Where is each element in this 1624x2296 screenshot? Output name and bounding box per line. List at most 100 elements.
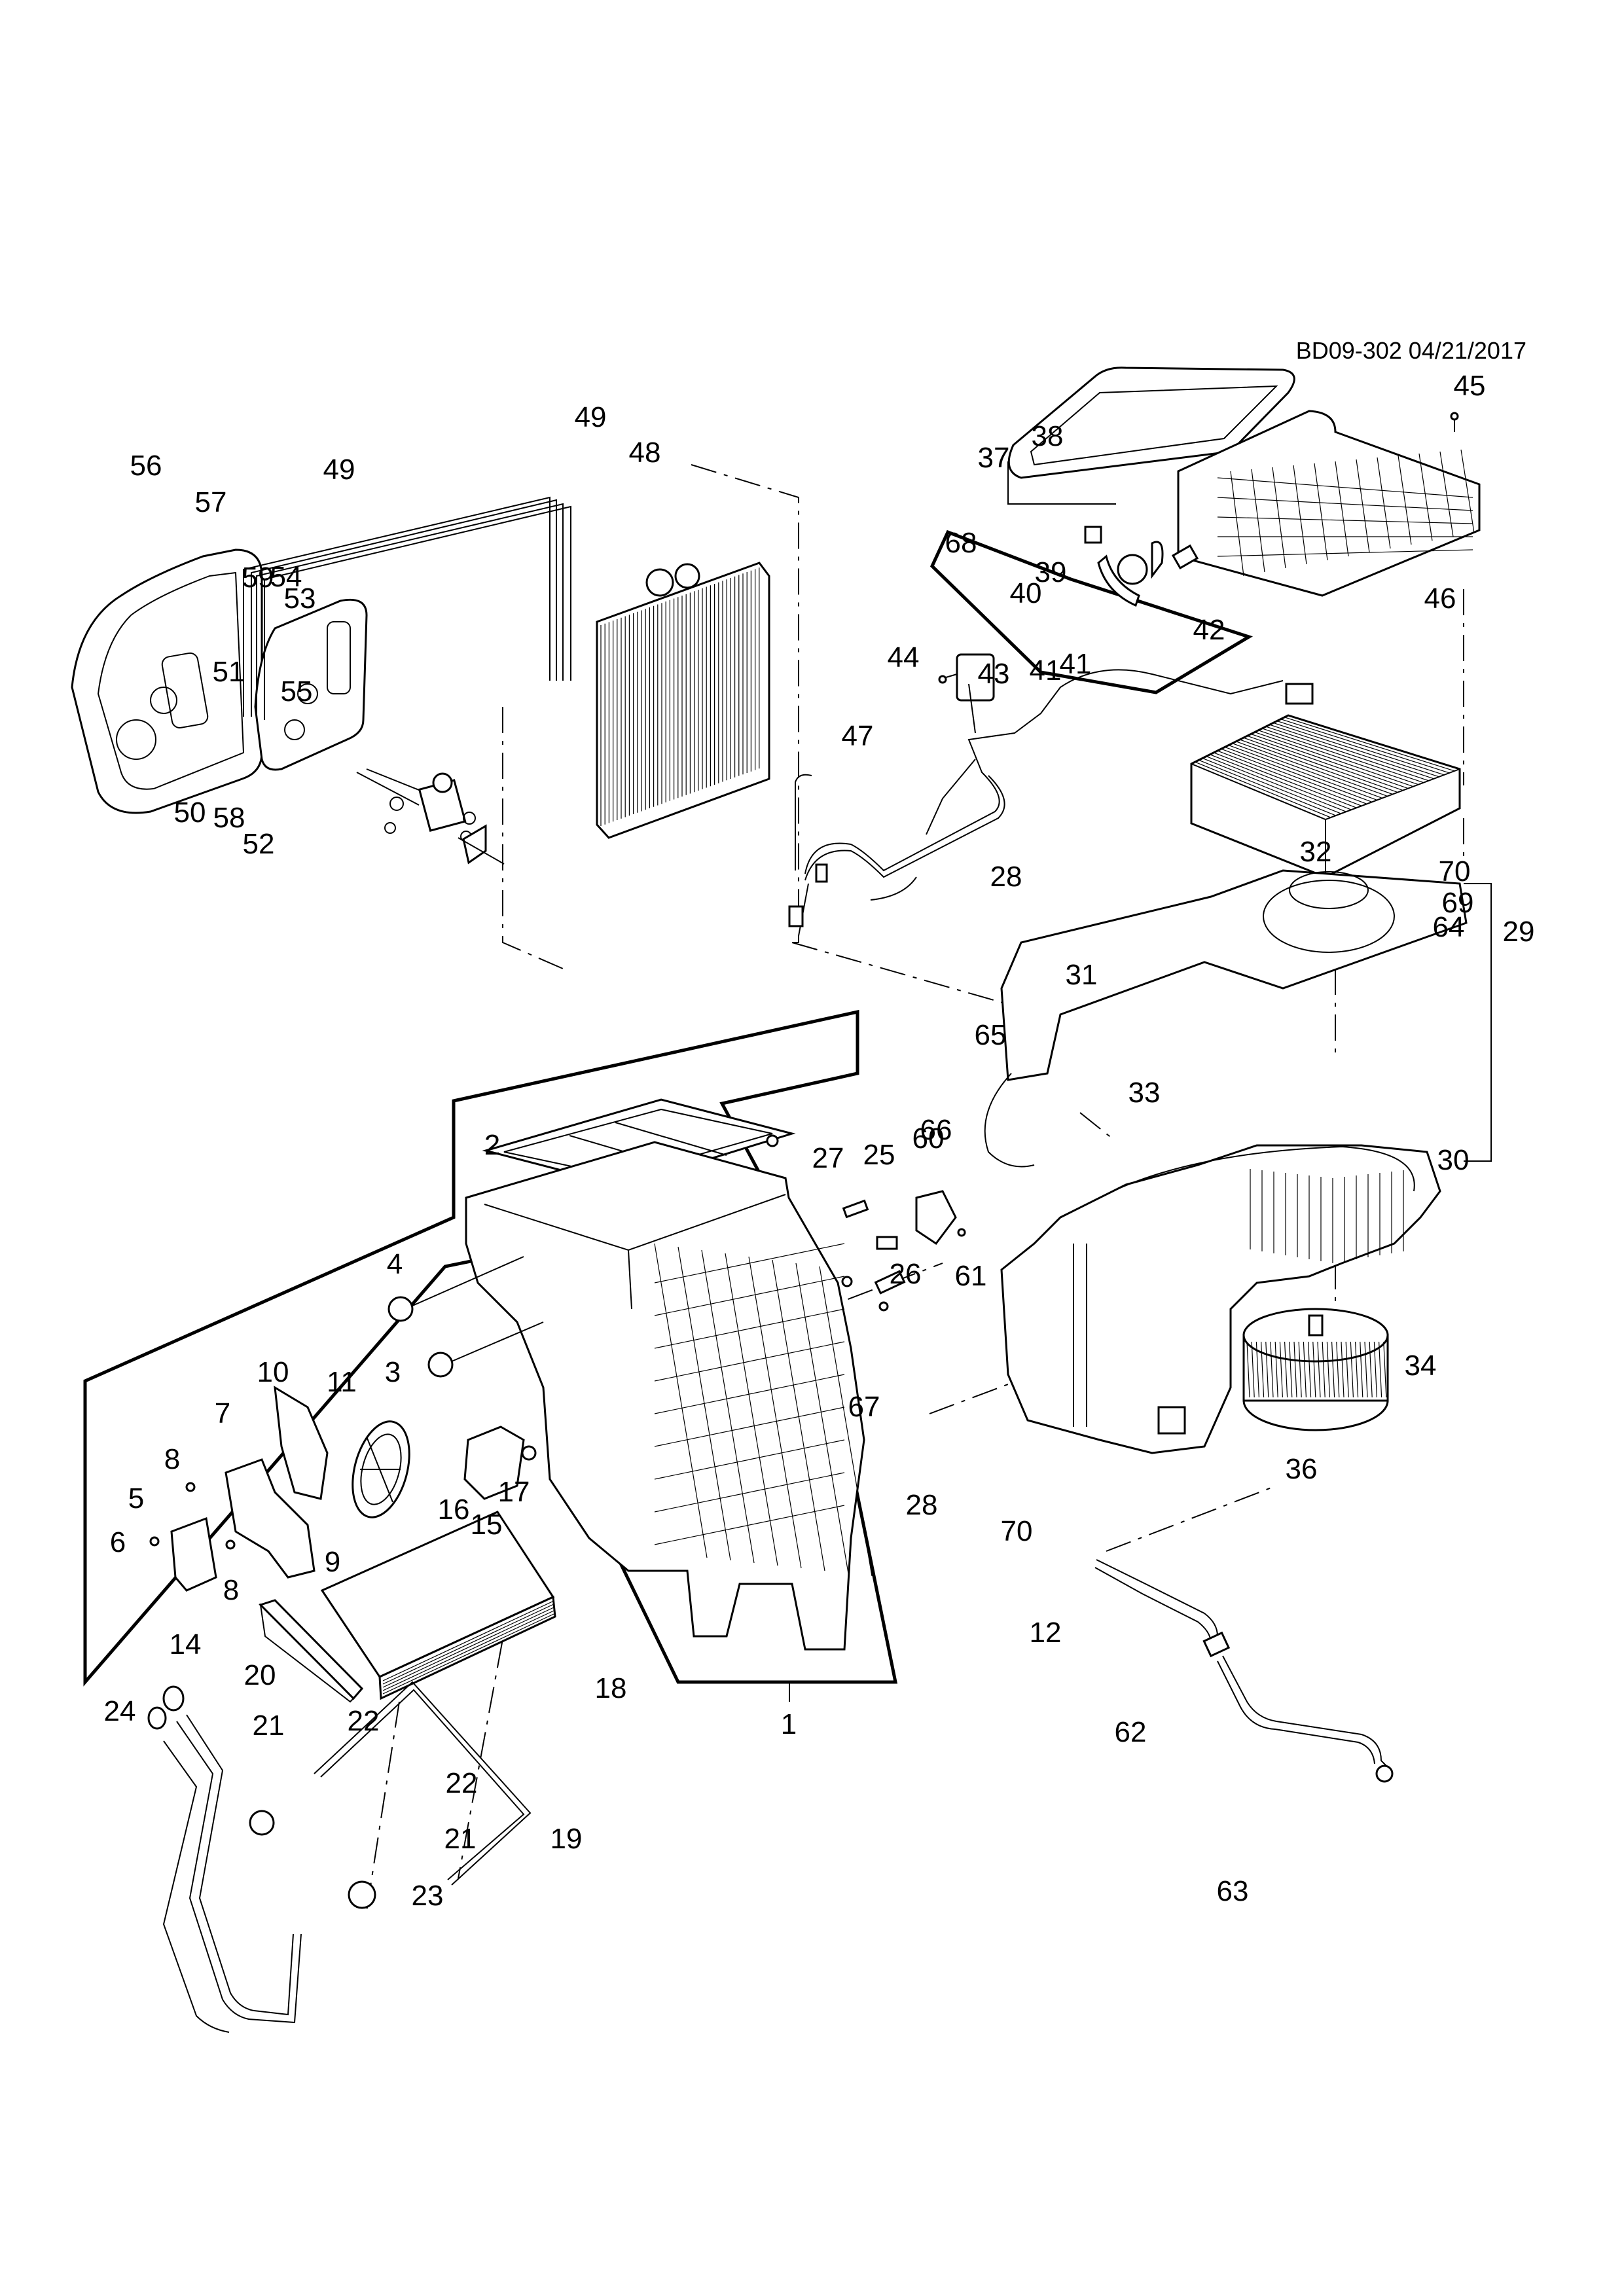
callout-39: 39 bbox=[1034, 556, 1067, 588]
blower-wheel-blade bbox=[1261, 1341, 1265, 1398]
callout-21: 21 bbox=[252, 1710, 285, 1742]
filter-pleat bbox=[1206, 756, 1346, 812]
callout-16: 16 bbox=[437, 1494, 470, 1526]
callout-60: 60 bbox=[912, 1122, 945, 1155]
callout-26: 26 bbox=[889, 1258, 922, 1290]
filter-pleat bbox=[1232, 743, 1382, 798]
inlet-grid-line bbox=[1439, 451, 1454, 537]
callout-61: 61 bbox=[954, 1260, 987, 1292]
case-rib bbox=[654, 1341, 845, 1382]
blower-wheel-blade bbox=[1265, 1341, 1269, 1398]
filter-pleat bbox=[1213, 752, 1357, 808]
inlet-grid-line bbox=[1230, 471, 1244, 577]
callout-50: 50 bbox=[173, 797, 206, 829]
callout-41: 41 bbox=[1029, 655, 1062, 687]
filter-pleat bbox=[1243, 737, 1398, 793]
callout-40: 40 bbox=[1009, 577, 1042, 609]
case-rib bbox=[654, 1243, 708, 1558]
document-id-stamp: BD09-302 04/21/2017 bbox=[1295, 337, 1526, 364]
bushings-3-4 bbox=[388, 1256, 544, 1378]
callout-22: 22 bbox=[445, 1767, 478, 1799]
filter-pleat bbox=[1239, 739, 1393, 795]
evaporator-core-48 bbox=[596, 562, 770, 839]
callout-56: 56 bbox=[130, 450, 162, 482]
heater-fin bbox=[382, 1613, 554, 1695]
callout-44: 44 bbox=[887, 641, 920, 673]
callout-52: 52 bbox=[242, 828, 275, 860]
blower-wheel-blade bbox=[1274, 1341, 1278, 1398]
blower-wheel-blade bbox=[1341, 1341, 1344, 1398]
callout-41: 41 bbox=[1059, 648, 1092, 680]
inlet-grid-line bbox=[1217, 549, 1473, 557]
blower-wheel-blade bbox=[1246, 1341, 1250, 1398]
callout-6: 6 bbox=[109, 1526, 126, 1558]
blower-wheel-blade bbox=[1355, 1341, 1359, 1398]
blower-wheel-blade bbox=[1322, 1341, 1326, 1398]
callout-9: 9 bbox=[324, 1546, 341, 1578]
case-rib bbox=[654, 1243, 845, 1283]
alignment-line bbox=[1079, 1112, 1113, 1139]
blower-wheel-blade bbox=[1317, 1341, 1321, 1398]
lower-blower-case-30 bbox=[1000, 1144, 1441, 1454]
callout-21: 21 bbox=[444, 1823, 477, 1855]
filter-pleat bbox=[1250, 733, 1409, 789]
callout-8: 8 bbox=[164, 1443, 181, 1475]
bracket-29 bbox=[1464, 883, 1492, 1162]
inlet-grid-line bbox=[1377, 457, 1391, 549]
callout-15: 15 bbox=[470, 1509, 503, 1541]
blower-motor-34 bbox=[1242, 1308, 1389, 1431]
blower-wheel-blade bbox=[1360, 1341, 1363, 1398]
callout-7: 7 bbox=[214, 1397, 231, 1429]
blower-wheel-blade bbox=[1270, 1341, 1274, 1398]
callout-27: 27 bbox=[812, 1142, 844, 1174]
callout-66: 66 bbox=[920, 1114, 952, 1146]
callout-63: 63 bbox=[1216, 1875, 1249, 1907]
filter-pleat bbox=[1265, 726, 1429, 781]
callout-38: 38 bbox=[1031, 420, 1064, 452]
filter-pleat bbox=[1202, 757, 1341, 814]
inlet-grid-line bbox=[1272, 467, 1286, 569]
callout-51: 51 bbox=[212, 656, 245, 688]
callout-31: 31 bbox=[1065, 959, 1098, 991]
heater-fin bbox=[382, 1610, 554, 1691]
case-rib bbox=[772, 1259, 825, 1571]
case-rib bbox=[654, 1407, 845, 1447]
actuator-15 bbox=[463, 1426, 537, 1500]
filter-pleat bbox=[1225, 746, 1373, 802]
filter-pleat bbox=[1199, 759, 1336, 816]
callout-49: 49 bbox=[323, 454, 355, 486]
heater-seal-20 bbox=[259, 1599, 364, 1703]
callout-58: 58 bbox=[213, 802, 245, 834]
wiring-harness-47 bbox=[788, 669, 1314, 937]
callout-5: 5 bbox=[128, 1482, 145, 1515]
callout-24: 24 bbox=[103, 1695, 136, 1727]
case-rib bbox=[654, 1439, 845, 1480]
filter-pleat bbox=[1254, 732, 1414, 787]
blower-wheel-blade bbox=[1303, 1341, 1307, 1398]
blower-wheel-blade bbox=[1312, 1341, 1316, 1398]
callout-20: 20 bbox=[244, 1659, 276, 1691]
callout-19: 19 bbox=[550, 1823, 583, 1855]
callout-45: 45 bbox=[1453, 370, 1486, 402]
actuator-43 bbox=[938, 653, 995, 702]
callout-65: 65 bbox=[974, 1019, 1007, 1051]
actuator-5 bbox=[149, 1516, 217, 1592]
inlet-grid-line bbox=[1418, 453, 1433, 541]
callout-54: 54 bbox=[270, 561, 302, 593]
callout-28: 28 bbox=[905, 1489, 938, 1521]
case-rib bbox=[654, 1374, 845, 1414]
inlet-grid-line bbox=[1398, 455, 1412, 545]
callout-18: 18 bbox=[594, 1672, 627, 1704]
filter-pleat bbox=[1269, 724, 1434, 780]
dash-seal-56 bbox=[71, 548, 263, 814]
inlet-grid-line bbox=[1217, 497, 1473, 511]
case-rib bbox=[654, 1276, 845, 1316]
callout-28: 28 bbox=[990, 861, 1022, 893]
callout-1: 1 bbox=[780, 1708, 797, 1740]
blower-wheel-blade bbox=[1364, 1341, 1368, 1398]
blower-wheel-blade bbox=[1251, 1341, 1255, 1398]
filter-pleat bbox=[1217, 750, 1362, 806]
callout-64: 64 bbox=[1432, 911, 1465, 943]
blower-wheel-blade bbox=[1379, 1341, 1382, 1398]
